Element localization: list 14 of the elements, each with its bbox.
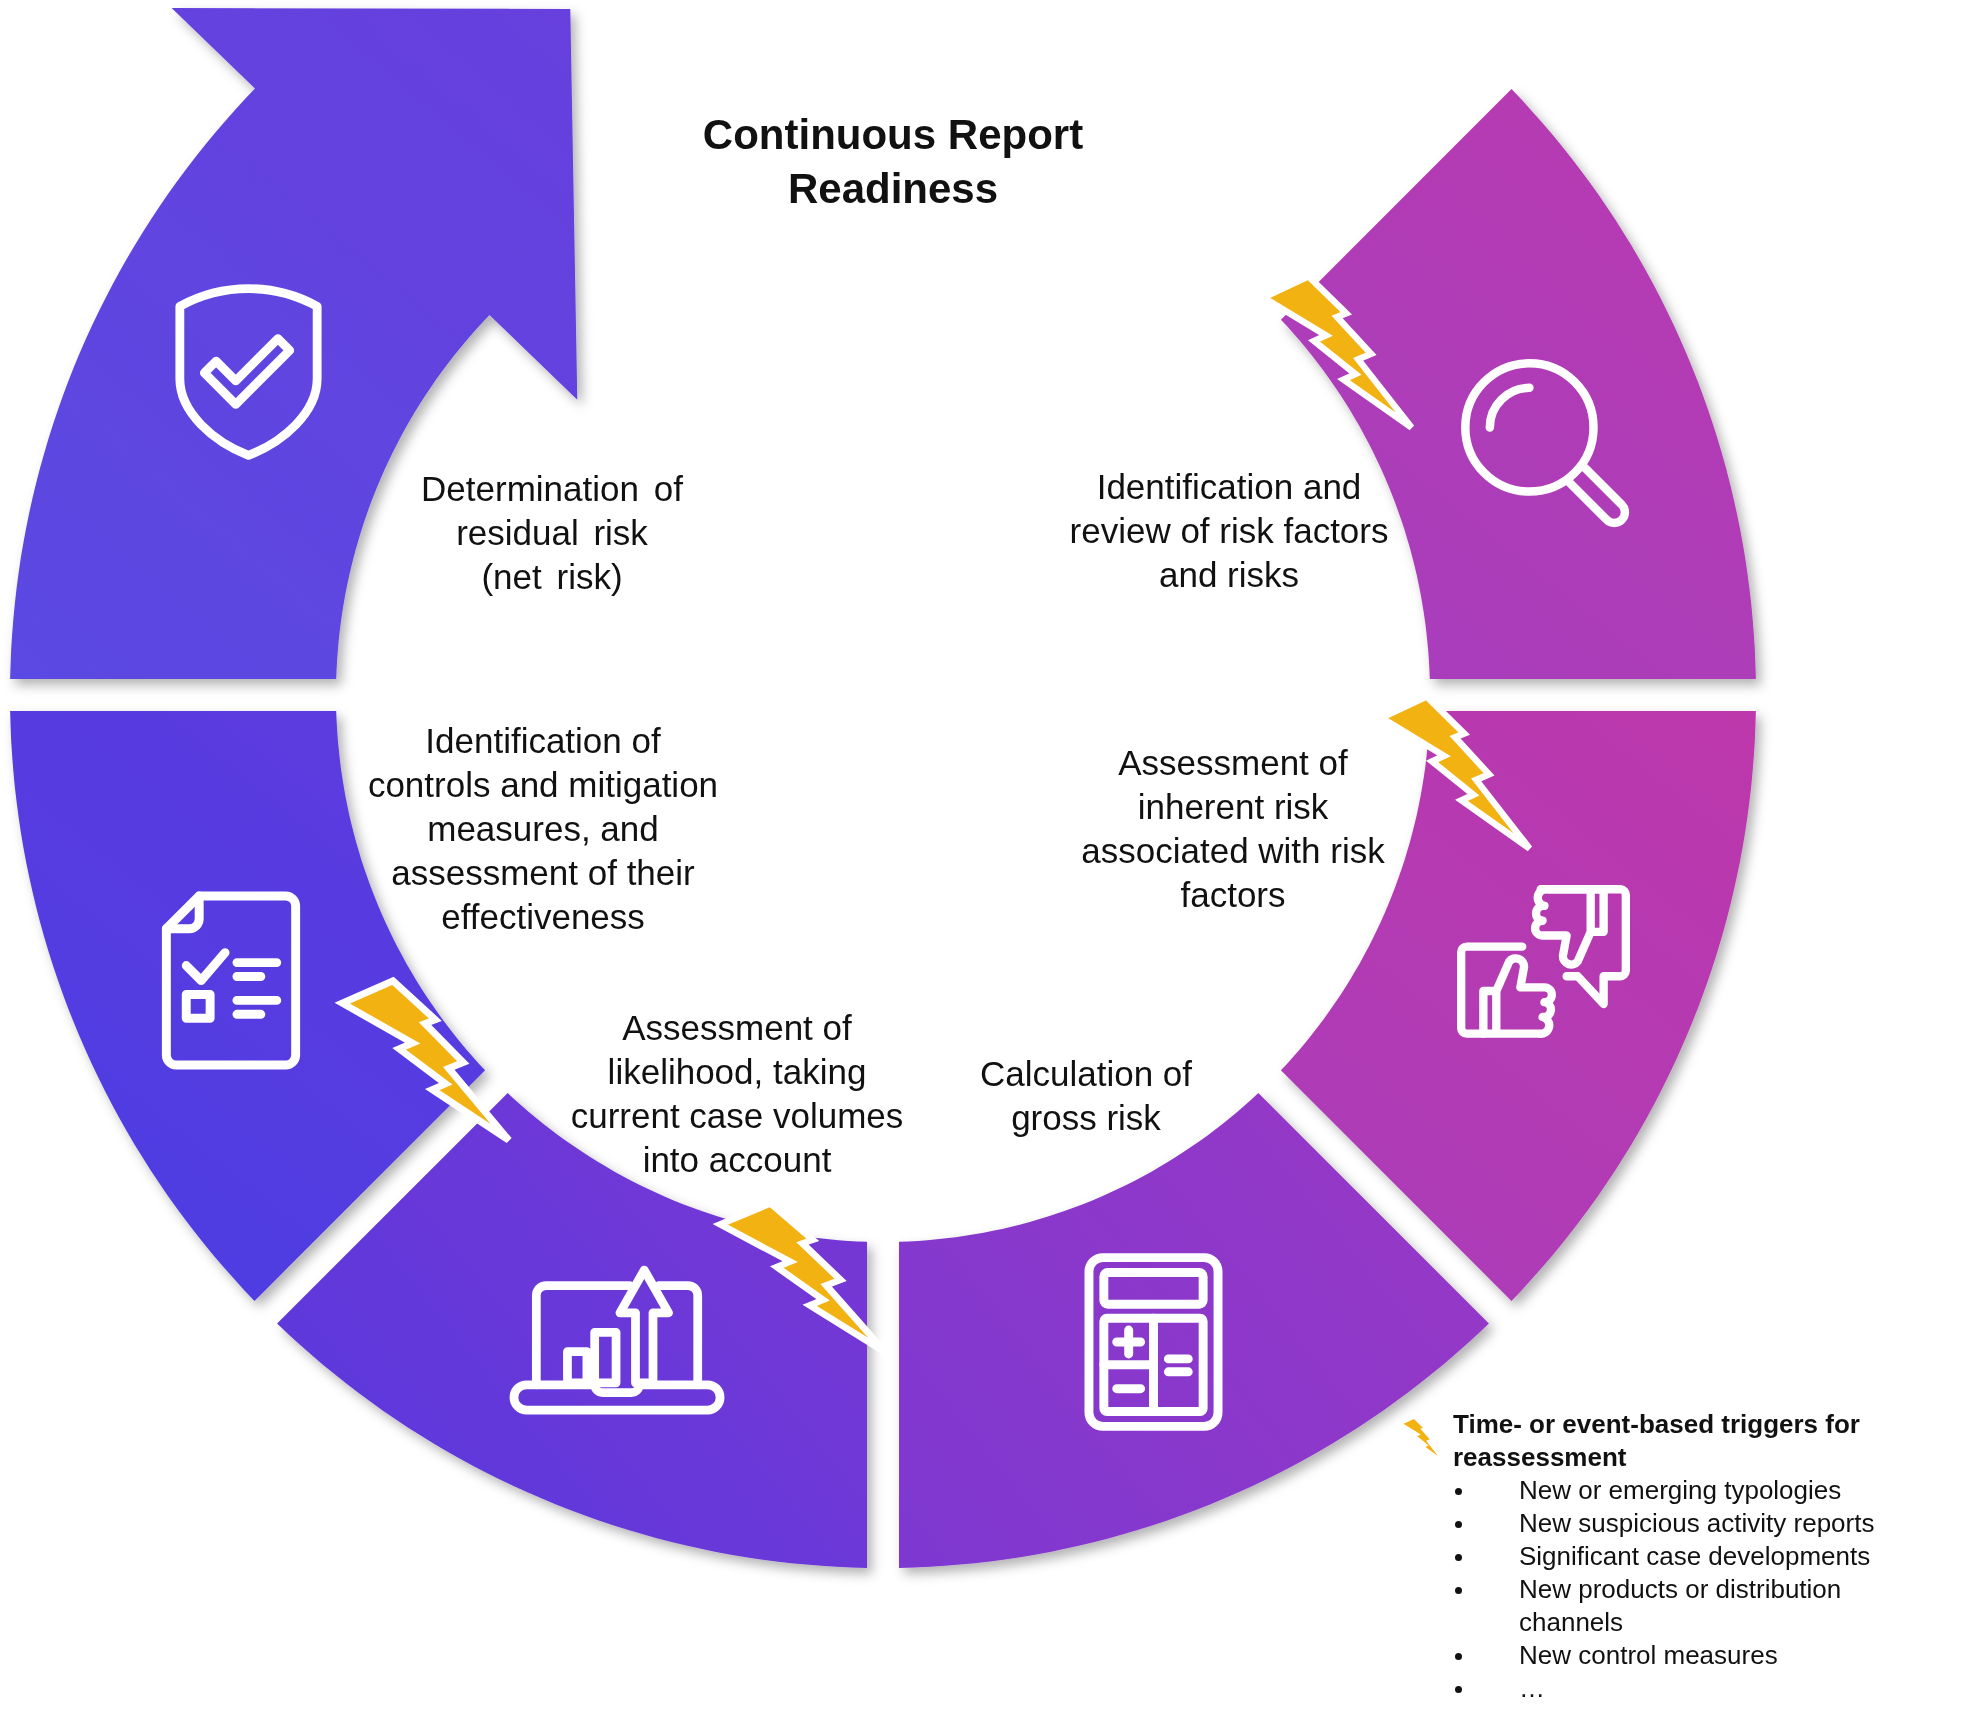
step-label: Identification of controls and mitigation measures, and assessment of their effectiveness: [367, 720, 719, 938]
step-label: Determination of residual risk (net risk): [420, 468, 684, 598]
step-label: Assessment of inherent risk associated with risk factors: [1080, 742, 1386, 916]
legend-text: Time- or event-based triggers for reassessment: [1453, 1408, 1861, 1474]
step-label: Calculation of gross risk: [979, 1053, 1193, 1139]
diagram-title: Continuous Report Readiness: [702, 110, 1084, 214]
step-label: Identification and review of risk factors and risks: [1069, 466, 1389, 596]
bullet-item: …: [1453, 1672, 1545, 1705]
bullet-item: Significant case developments: [1453, 1540, 1871, 1573]
bullet-item: New control measures: [1453, 1639, 1778, 1672]
bullet-item: New or emerging typologies: [1453, 1474, 1842, 1507]
bullet-item: New products or distribution channels: [1453, 1573, 1899, 1639]
step-label: Assessment of likelihood, taking current case volumes into account: [570, 1007, 904, 1181]
bullet-item: New suspicious activity reports: [1453, 1507, 1875, 1540]
